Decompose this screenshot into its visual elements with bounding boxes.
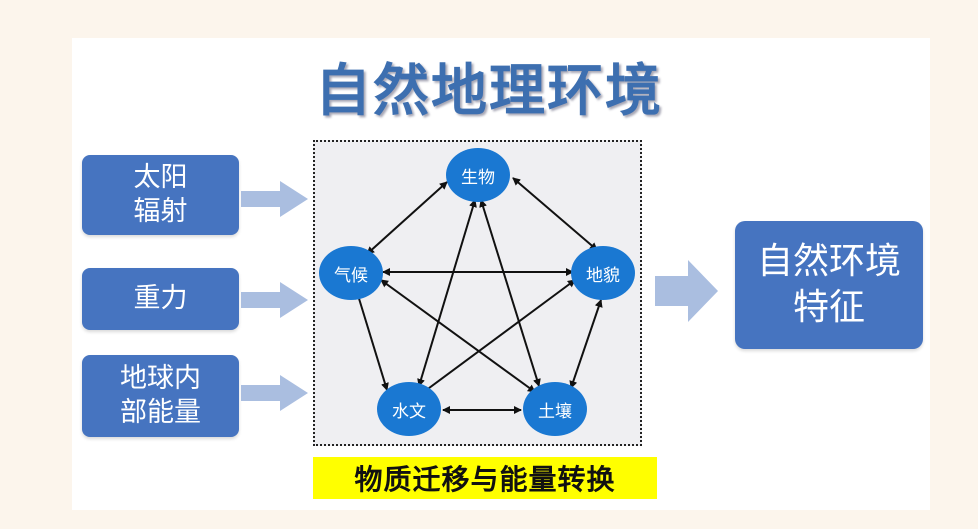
factor-internal-energy: 地球内 部能量 xyxy=(82,355,239,437)
factor-gravity: 重力 xyxy=(82,268,239,330)
link-bio-terrain xyxy=(512,177,598,251)
block-arrow-gravity xyxy=(241,282,308,318)
link-terrain-soil xyxy=(569,299,603,389)
factor-solar-radiation: 太阳 辐射 xyxy=(82,155,239,235)
node-soil: 土壤 xyxy=(523,382,587,436)
result-box: 自然环境 特征 xyxy=(735,221,923,349)
interaction-diagram: 生物 气候 地貌 水文 土壤 xyxy=(313,140,642,446)
block-arrow-internal xyxy=(241,375,308,411)
node-climate: 气候 xyxy=(319,246,383,300)
block-arrow-result xyxy=(655,260,718,322)
link-climate-water xyxy=(355,291,389,391)
block-arrow-solar xyxy=(241,181,308,217)
link-terrain-water xyxy=(420,279,576,395)
node-terrain: 地貌 xyxy=(571,246,635,300)
node-water: 水文 xyxy=(377,382,441,436)
diagram-caption: 物质迁移与能量转换 xyxy=(313,457,657,499)
interaction-arrows xyxy=(355,177,603,414)
link-bio-water xyxy=(417,199,477,387)
node-bio: 生物 xyxy=(446,148,510,202)
link-bio-climate xyxy=(366,181,448,255)
page-title: 自然地理环境 xyxy=(315,59,663,124)
